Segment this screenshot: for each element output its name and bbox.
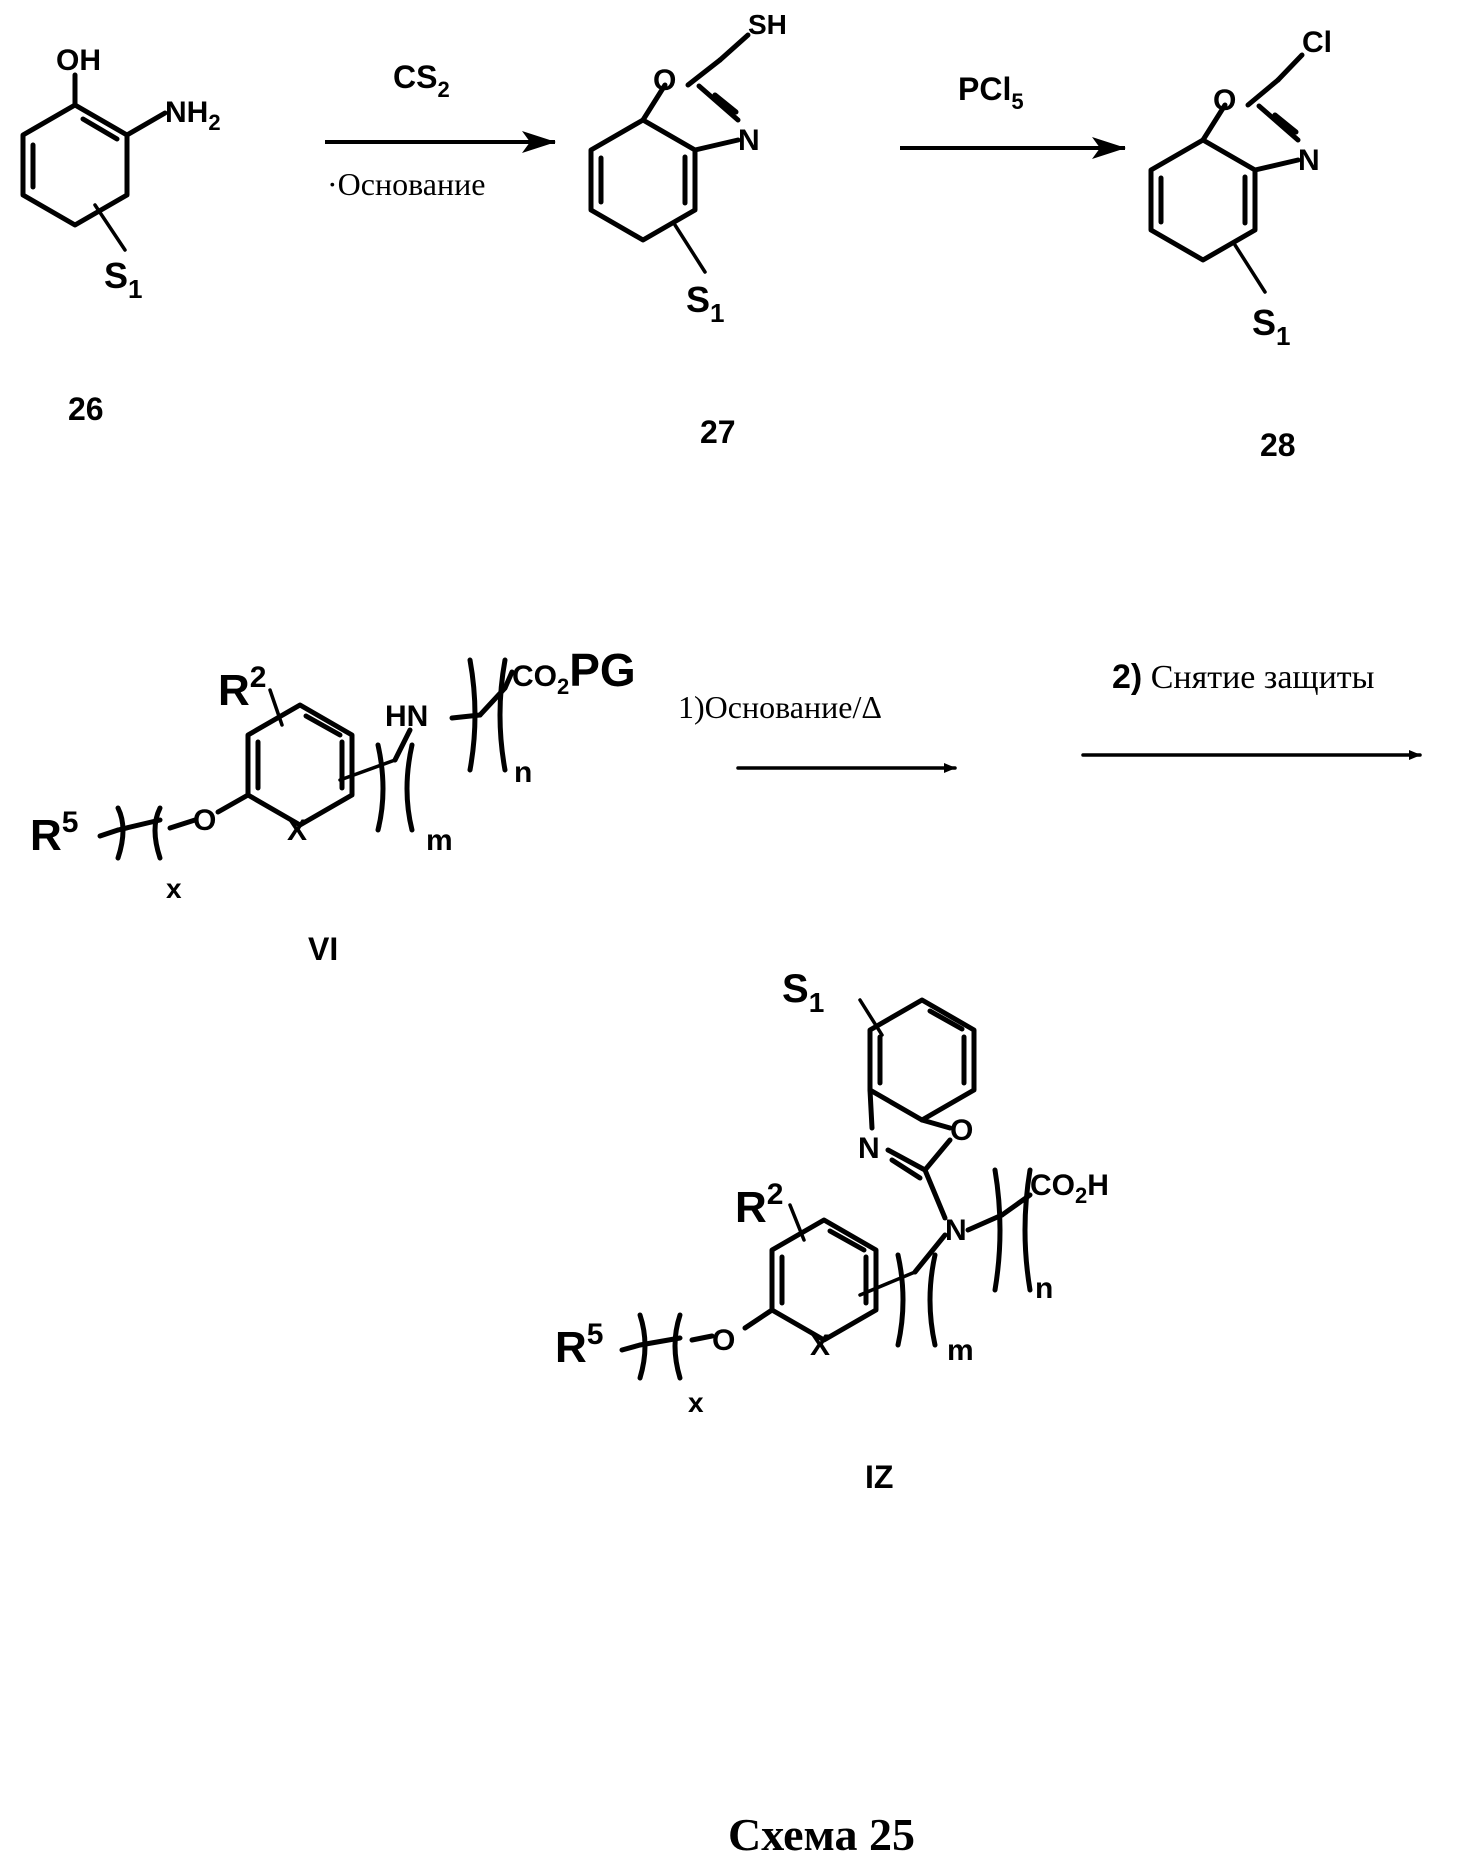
oxazole-nitrogen-label: N [858, 1132, 880, 1165]
reagent-pcl5-label: PCl5 [958, 71, 1024, 114]
reaction-arrow-2: PCl5 [900, 71, 1125, 148]
step-1-condition-label: 1)Основание/Δ [678, 689, 882, 725]
step-2-arrow: 2) Снятие защиты [1083, 658, 1420, 755]
compound-27-number: 27 [700, 414, 736, 450]
index-x-label: x [166, 873, 182, 904]
substituent-s1-label: S1 [782, 967, 824, 1018]
index-n-label: n [514, 756, 532, 789]
r2-label: R2 [735, 1178, 783, 1232]
reaction-arrow-1: CS2 ·Основание [325, 59, 555, 202]
oxazole-oxygen-label: O [653, 64, 676, 97]
oxazole-nitrogen-label: N [1298, 144, 1320, 177]
amine-nitrogen-label: N [945, 1214, 967, 1247]
substituent-s1-label: S1 [104, 255, 142, 304]
compound-26-number: 26 [68, 391, 104, 427]
scheme-caption: Схема 25 [728, 1809, 915, 1860]
substituent-s1-label: S1 [1252, 302, 1290, 351]
amino-label: NH2 [165, 96, 221, 135]
compound-VI-number: VI [308, 931, 338, 967]
compound-VI-structure: R2 R5 O X x m n HN CO2PG [30, 644, 636, 904]
step-2-condition-label: 2) Снятие защиты [1112, 658, 1375, 696]
amine-hn-label: HN [385, 700, 428, 733]
ring-x-label: X [287, 814, 307, 847]
substituent-s1-label: S1 [686, 279, 724, 328]
ether-oxygen-label: O [712, 1324, 735, 1357]
reagent-cs2-label: CS2 [393, 59, 450, 102]
r5-label: R5 [30, 806, 78, 860]
index-n-label: n [1035, 1272, 1053, 1305]
thiol-label: SH [748, 9, 787, 40]
compound-28-number: 28 [1260, 427, 1296, 463]
compound-IZ-structure: S1 N O N CO2H R2 R5 O X x m n [555, 967, 1109, 1418]
index-m-label: m [426, 824, 453, 857]
index-m-label: m [947, 1334, 974, 1367]
compound-IZ-number: IZ [865, 1459, 893, 1495]
compound-27-structure: SH O N S1 [591, 9, 787, 328]
ester-label: CO2PG [512, 644, 636, 699]
compound-28-structure: Cl O N S1 [1151, 26, 1332, 351]
index-x-label: x [688, 1387, 704, 1418]
ring-x-label: X [810, 1329, 830, 1362]
condition-base-label: ·Основание [327, 166, 485, 202]
chloro-label: Cl [1302, 26, 1332, 59]
step-1-arrow: 1)Основание/Δ [678, 689, 955, 768]
carboxylic-acid-label: CO2H [1030, 1169, 1109, 1208]
r2-label: R2 [218, 661, 266, 715]
hydroxyl-label: OH [56, 44, 101, 77]
ether-oxygen-label: O [193, 804, 216, 837]
r5-label: R5 [555, 1318, 603, 1372]
oxazole-nitrogen-label: N [738, 124, 760, 157]
oxazole-oxygen-label: O [950, 1114, 973, 1147]
oxazole-oxygen-label: O [1213, 84, 1236, 117]
compound-26-structure: OH NH2 S1 [23, 44, 221, 304]
